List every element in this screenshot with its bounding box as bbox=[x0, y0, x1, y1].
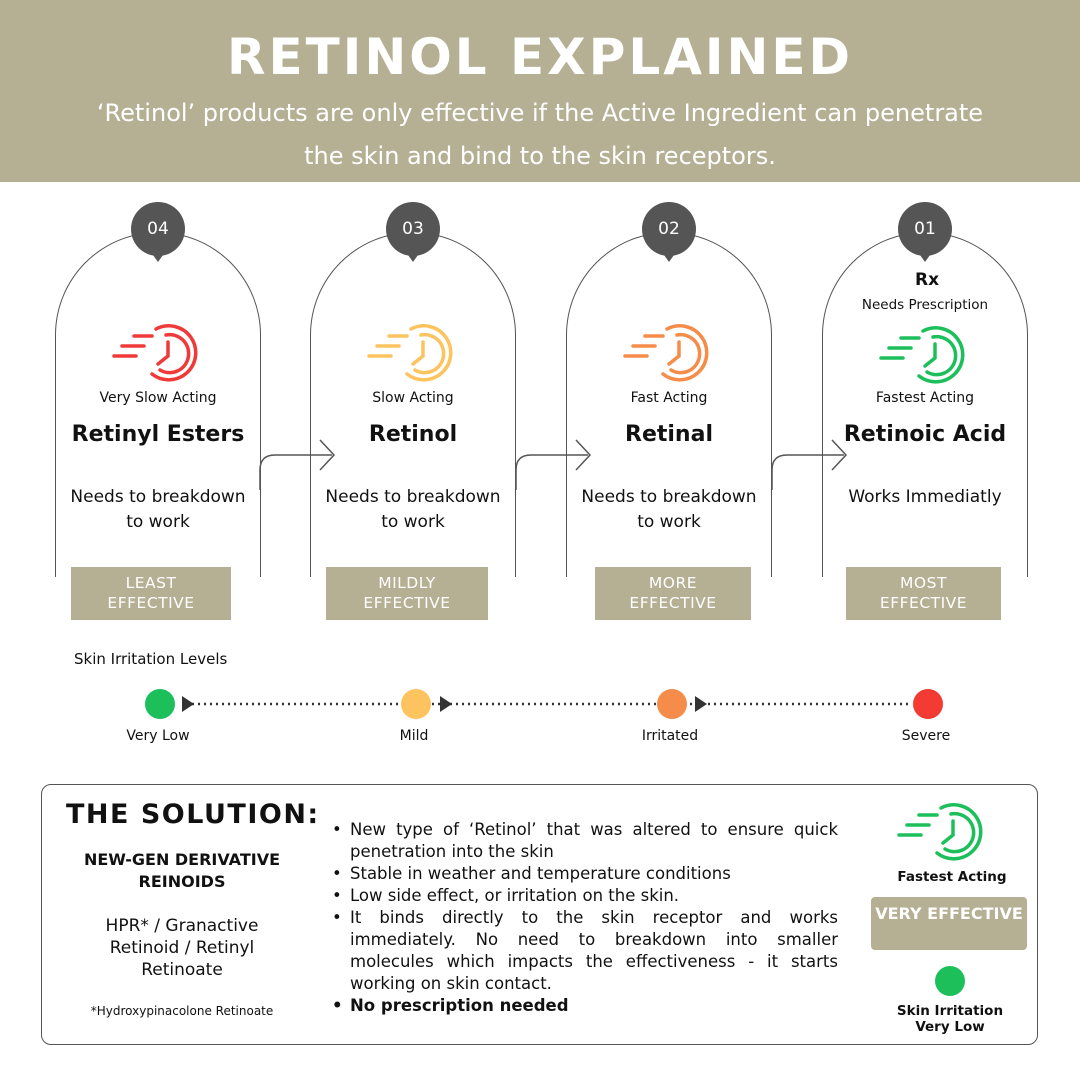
step-number-pin: 01 bbox=[898, 202, 952, 262]
irritation-dot-green bbox=[935, 966, 965, 996]
solution-ingredients: HPR* / Granactive Retinoid / Retinyl Ret… bbox=[105, 916, 259, 980]
solution-box: THE SOLUTION: NEW-GEN DERIVATIVE REINOID… bbox=[41, 784, 1038, 1045]
irritation-title: Skin Irritation Levels bbox=[74, 650, 228, 668]
step-number-pin: 03 bbox=[386, 202, 440, 262]
ingredient-description: Works Immediatly bbox=[848, 487, 1002, 507]
solution-subtitle: NEW-GEN DERIVATIVE REINOIDS bbox=[83, 850, 280, 891]
solution-bullets: New type of ‘Retinol’ that was altered t… bbox=[330, 819, 838, 1017]
effectiveness-badge: LEAST EFFECTIVE bbox=[71, 567, 231, 620]
step-number-pin: 02 bbox=[642, 202, 696, 262]
irritation-dot bbox=[401, 689, 431, 719]
bullet-item: New type of ‘Retinol’ that was altered t… bbox=[330, 819, 838, 863]
bullet-item: No prescription needed bbox=[330, 995, 838, 1017]
solution-footnote: *Hydroxypinacolone Retinoate bbox=[90, 1004, 274, 1018]
bullet-item: Stable in weather and temperature condit… bbox=[330, 863, 838, 885]
ingredient-description: Needs to breakdown to work bbox=[325, 487, 501, 532]
page-subtitle: ‘Retinol’ products are only effective if… bbox=[96, 99, 984, 170]
solution-irritation: Skin Irritation Very Low bbox=[896, 1003, 1004, 1035]
fast-clock-icon bbox=[367, 324, 453, 382]
step-number-pin: 04 bbox=[131, 202, 185, 262]
solution-badge: VERY EFFECTIVE bbox=[871, 897, 1027, 950]
fast-clock-icon bbox=[112, 324, 198, 382]
irritation-level-label: Irritated bbox=[641, 728, 699, 744]
fast-clock-icon bbox=[623, 324, 709, 382]
irritation-scale-line bbox=[182, 696, 912, 712]
solution-speed: Fastest Acting bbox=[897, 869, 1007, 885]
effectiveness-badge: MILDLY EFFECTIVE bbox=[326, 567, 488, 620]
triangle-arrow-icon bbox=[182, 696, 707, 712]
speed-label: Fastest Acting bbox=[875, 390, 975, 406]
bullet-item: Low side effect, or irritation on the sk… bbox=[330, 885, 838, 907]
ingredient-description: Needs to breakdown to work bbox=[70, 487, 246, 532]
irritation-level-label: Mild bbox=[399, 728, 429, 744]
effectiveness-badge: MORE EFFECTIVE bbox=[595, 567, 751, 620]
fast-clock-icon bbox=[879, 326, 965, 384]
effectiveness-badge: MOST EFFECTIVE bbox=[846, 567, 1001, 620]
header-banner: RETINOL EXPLAINED ‘Retinol’ products are… bbox=[0, 0, 1080, 182]
ingredient-description: Needs to breakdown to work bbox=[581, 487, 757, 532]
ingredient-name: Retinoic Acid bbox=[843, 422, 1007, 447]
irritation-level-label: Severe bbox=[901, 728, 951, 744]
speed-label: Slow Acting bbox=[372, 390, 454, 406]
irritation-level-label: Very Low bbox=[126, 728, 190, 744]
flow-arrows bbox=[259, 439, 848, 490]
irritation-dot bbox=[657, 689, 687, 719]
ingredient-name: Retinal bbox=[625, 422, 713, 447]
speed-label: Very Slow Acting bbox=[99, 390, 217, 406]
ingredient-name: Retinol bbox=[368, 422, 458, 447]
solution-title: THE SOLUTION: bbox=[66, 799, 320, 830]
irritation-dot bbox=[145, 689, 175, 719]
ingredient-name: Retinyl Esters bbox=[71, 422, 245, 447]
arrow-right-icon bbox=[515, 439, 592, 490]
rx-icon: Rx bbox=[915, 270, 940, 290]
irritation-dot bbox=[913, 689, 943, 719]
arrow-right-icon bbox=[771, 439, 848, 490]
fast-clock-icon bbox=[897, 803, 983, 861]
bullet-item: It binds directly to the skin receptor a… bbox=[330, 907, 838, 995]
speed-label: Fast Acting bbox=[630, 390, 708, 406]
prescription-label: Needs Prescription bbox=[861, 297, 989, 313]
page-title: RETINOL EXPLAINED bbox=[227, 28, 853, 86]
